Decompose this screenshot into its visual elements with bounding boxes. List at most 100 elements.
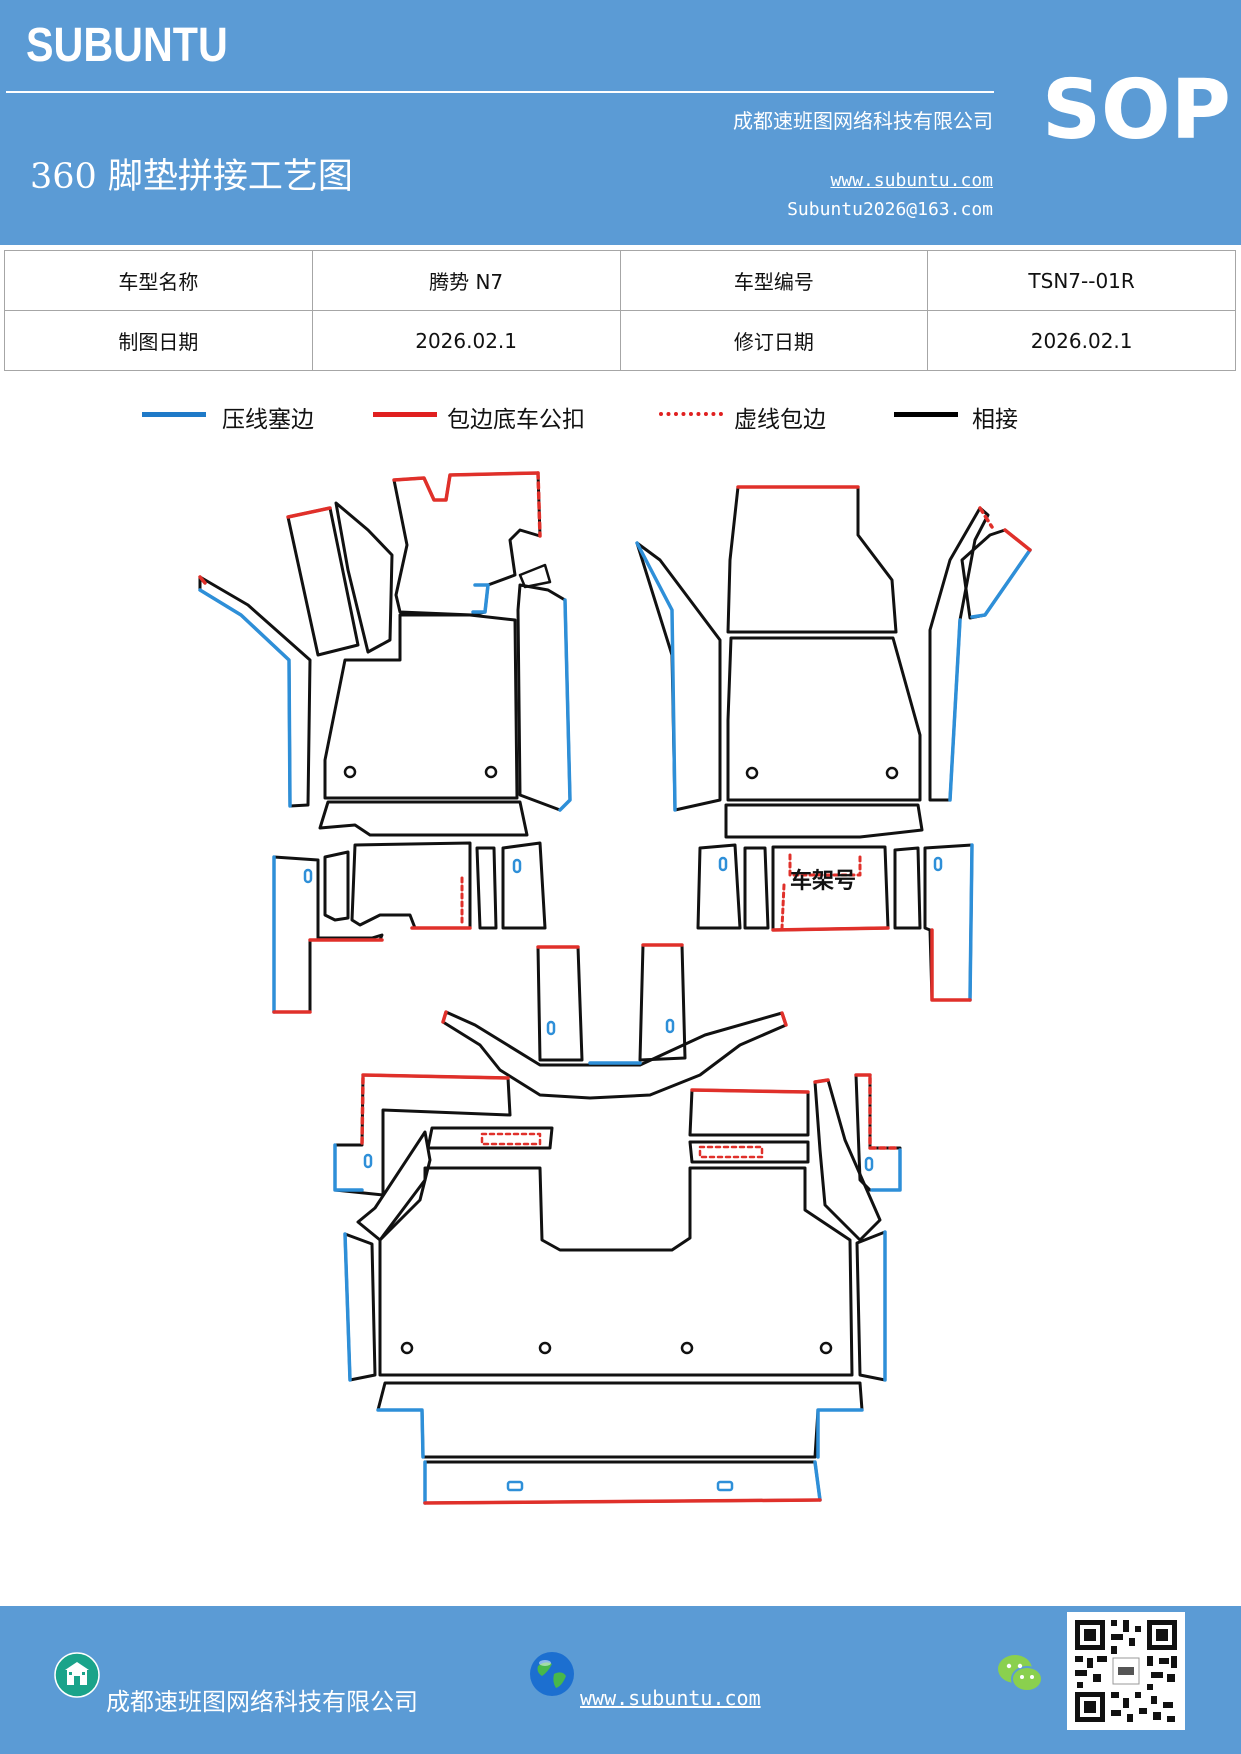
mat-piece <box>518 563 552 589</box>
legend-label: 虚线包边 <box>734 407 826 433</box>
draw-date-label: 制图日期 <box>4 310 313 371</box>
legend-swatch-red-dotted <box>659 412 723 416</box>
edge-red <box>286 506 332 519</box>
mat-piece <box>726 636 922 802</box>
rear-mat-group <box>333 943 902 1505</box>
legend-label: 包边底车公扣 <box>447 407 585 433</box>
mat-piece <box>854 1073 902 1192</box>
mat-piece <box>536 945 584 1062</box>
legend-label: 相接 <box>972 407 1018 433</box>
edge-red-dotted <box>868 1076 900 1150</box>
edge-red <box>392 471 540 502</box>
edge-red <box>198 575 207 585</box>
mat-hole <box>538 1341 552 1355</box>
edge-blue <box>558 598 572 812</box>
edge-red-dotted <box>780 853 862 930</box>
edge-red <box>361 1073 510 1080</box>
header-email: Subuntu2026@163.com <box>787 199 993 220</box>
mat-piece <box>376 1381 864 1459</box>
mat-hole <box>680 1341 694 1355</box>
header-company: 成都速班图网络科技有限公司 <box>733 109 993 133</box>
slot-mark <box>665 1018 675 1034</box>
mat-piece <box>323 613 519 800</box>
mat-piece <box>323 850 350 922</box>
mat-piece <box>198 575 312 808</box>
slot-mark <box>546 1020 556 1036</box>
slot-mark <box>716 1480 734 1492</box>
mat-piece <box>378 1166 854 1377</box>
edge-red <box>771 926 890 932</box>
edge-blue <box>423 1460 822 1505</box>
edge-blue <box>635 541 677 812</box>
dotted-inset <box>698 1145 764 1159</box>
edge-red-dotted <box>536 471 542 538</box>
slot-mark <box>718 856 728 872</box>
globe-icon <box>530 1652 574 1696</box>
edge-blue <box>343 1232 352 1382</box>
mat-piece <box>928 506 990 802</box>
frame-number-label: 车架号 <box>790 868 856 894</box>
mat-hole <box>819 1341 833 1355</box>
mat-piece <box>638 943 687 1062</box>
model-code-label: 车型编号 <box>619 250 929 311</box>
mat-hole <box>400 1341 414 1355</box>
mat-piece <box>350 841 472 930</box>
mat-piece <box>688 1140 810 1164</box>
mat-piece <box>813 1078 882 1242</box>
mat-piece <box>318 800 529 837</box>
slot-mark <box>864 1156 874 1172</box>
footer-website-link[interactable]: www.subuntu.com <box>580 1686 761 1710</box>
revision-date-value: 2026.02.1 <box>927 310 1236 371</box>
footer-company: 成都速班图网络科技有限公司 <box>106 1688 418 1716</box>
dotted-inset <box>480 1132 542 1146</box>
edge-blue <box>198 588 292 808</box>
legend-swatch-blue <box>142 412 206 417</box>
mat-hole <box>484 765 498 779</box>
info-table: 车型名称 腾势 N7 车型编号 TSN7--01R 制图日期 2026.02.1… <box>4 250 1236 371</box>
mat-hole <box>745 766 759 780</box>
mat-piece <box>501 841 547 930</box>
edge-blue <box>870 1148 902 1192</box>
mat-piece <box>635 541 722 812</box>
edge-red <box>272 938 384 1014</box>
edge-red <box>930 928 972 1002</box>
model-name-value: 腾势 N7 <box>311 250 621 311</box>
legend: 压线塞边 包边底车公扣 虚线包边 相接 <box>0 400 1241 440</box>
mat-piece <box>475 846 498 930</box>
model-code-value: TSN7--01R <box>927 250 1236 311</box>
header-banner: SUBUNTU 成都速班图网络科技有限公司 360 脚垫拼接工艺图 www.su… <box>0 0 1241 245</box>
mat-piece <box>423 1460 822 1505</box>
table-row: 制图日期 2026.02.1 修订日期 2026.02.1 <box>4 310 1236 371</box>
mat-piece <box>743 846 770 930</box>
legend-label: 压线塞边 <box>222 407 314 433</box>
edge-blue <box>970 548 1032 619</box>
mat-piece <box>726 485 898 634</box>
header-website-link[interactable]: www.subuntu.com <box>830 170 993 191</box>
front-right-mat-group <box>635 485 1032 1002</box>
mat-piece <box>426 1126 554 1150</box>
mat-piece <box>688 1088 810 1137</box>
edge-red <box>690 1088 810 1094</box>
mat-hole <box>343 765 357 779</box>
mat-piece <box>286 506 360 657</box>
slot-mark <box>363 1153 373 1169</box>
sop-badge: SOP <box>1042 63 1231 158</box>
mat-piece <box>441 1010 788 1100</box>
edge-red-dotted <box>978 506 994 529</box>
edge-blue <box>948 618 962 802</box>
mat-piece <box>272 855 384 1014</box>
front-left-mat-group <box>198 471 572 1014</box>
slot-mark <box>933 856 943 872</box>
draw-date-value: 2026.02.1 <box>311 310 621 371</box>
brand-logo: SUBUNTU <box>26 19 228 72</box>
page-title: 360 脚垫拼接工艺图 <box>30 157 353 197</box>
wechat-icon <box>998 1655 1043 1692</box>
model-name-label: 车型名称 <box>4 250 313 311</box>
edge-red <box>813 1078 830 1084</box>
footer-banner: 成都速班图网络科技有限公司 www.subuntu.com <box>0 1606 1241 1754</box>
legend-swatch-black <box>894 412 958 417</box>
edge-red <box>423 1498 822 1505</box>
edge-blue <box>968 843 974 1002</box>
mat-piece <box>893 846 922 930</box>
